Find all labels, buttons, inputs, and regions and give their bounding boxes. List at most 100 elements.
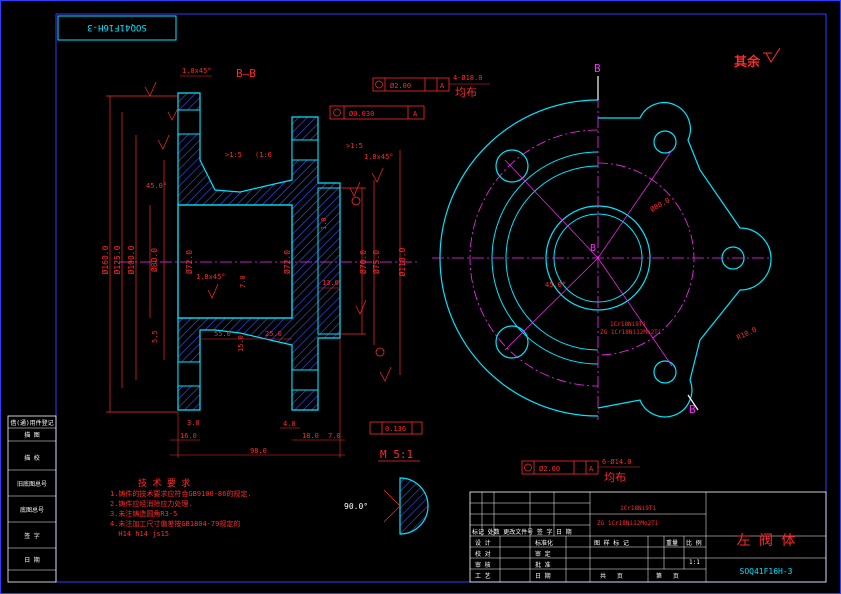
- dim-angle-left: 45.0°: [146, 182, 167, 190]
- title-scale: 1:1: [689, 559, 700, 566]
- title-scale-label: 比 例: [686, 539, 702, 547]
- position-top-value: Ø2.00: [390, 82, 411, 90]
- dim-w15: 15.0: [237, 335, 245, 352]
- runout-datum: A: [413, 110, 418, 118]
- section-left-dimensions: [106, 95, 178, 413]
- surface-finish-icon: [765, 47, 781, 63]
- dim-d160: Ø160.0: [100, 245, 110, 274]
- flange-left-inner-2: [505, 165, 599, 351]
- dim-d72-left: Ø72.0: [184, 250, 194, 274]
- title-row-1-b: 标准化: [535, 539, 553, 547]
- left-table-row-3: 描 校: [24, 454, 40, 462]
- detail-shape: [399, 477, 429, 535]
- title-weight-label: 重量: [666, 539, 678, 547]
- section-right-bore: [317, 187, 341, 335]
- dim-w7: 7.0: [239, 275, 247, 288]
- dim-b98: 98.0: [250, 447, 267, 455]
- runout-value: Ø0.030: [349, 110, 374, 118]
- position-bottom-datum: A: [589, 465, 594, 473]
- dim-d75: Ø75.0: [371, 250, 381, 274]
- dim-taper-right: >1:5: [346, 142, 363, 150]
- detail-title: M 5:1: [380, 448, 413, 461]
- technical-requirements: 技 术 要 求 1.铸件的技术要求应符合GB9100-86的规定. 2.铸件应经…: [110, 477, 252, 538]
- dim-w1: 1.0: [320, 217, 328, 230]
- roughness-symbols: [144, 81, 392, 382]
- corner-code-box: SOQ41F16H-3: [57, 15, 177, 41]
- left-table-row-2: 描 图: [24, 431, 40, 439]
- dim-chamfer-mid: 1.0x45°: [364, 153, 394, 161]
- flatness-value: 0.136: [385, 425, 406, 433]
- flatness-frame: 0.136: [369, 421, 423, 435]
- section-bore: [177, 204, 293, 319]
- left-table-row-7: 日 期: [24, 556, 40, 564]
- section-title: B—B: [236, 67, 256, 80]
- left-table-row-4: 旧底图总号: [17, 480, 47, 488]
- title-row-3-a: 审 核: [475, 561, 491, 569]
- position-bottom-icon: [524, 463, 532, 472]
- surface-finish-label: 其余: [734, 54, 761, 70]
- title-material: 1Cr18Ni9Ti: [620, 505, 657, 512]
- flange-note-1: 1Cr18Ni9Ti: [610, 321, 647, 328]
- corner-code-text: SOQ41F16H-3: [87, 22, 147, 32]
- left-flange-slot-top: [177, 109, 201, 135]
- holes-top: 4-Ø18.0: [453, 74, 483, 82]
- detail-view: M 5:1 90.0°: [344, 448, 429, 535]
- flange-label-b-center: B: [590, 243, 596, 254]
- flange-bolt-circle-left: [469, 129, 599, 387]
- section-view: B—B Ø160.0 Ø125.0 Ø100.0 Ø80.0 Ø72.0 Ø72…: [100, 67, 423, 458]
- requirements-title: 技 术 要 求: [138, 477, 190, 489]
- dim-d80: Ø80.0: [149, 248, 159, 272]
- flange-bolt-circle-right: [597, 162, 695, 356]
- dim-side-small: 5.5: [151, 330, 159, 343]
- dim-w3: 3.0: [187, 419, 200, 427]
- detail-angle: 90.0°: [344, 502, 368, 511]
- flange-label-b-top: B: [594, 62, 601, 75]
- dim-w25: 25.0: [265, 330, 282, 338]
- title-row-1-a: 设 计: [475, 539, 491, 547]
- title-row-4-b: 日 期: [535, 572, 551, 580]
- dim-b7: 7.0: [328, 432, 341, 440]
- flange-angle: 45.0°: [545, 281, 566, 289]
- title-row-2-b: 审 定: [535, 550, 551, 558]
- flange-radius: R10.0: [735, 326, 757, 342]
- right-flange-slot-bottom: [291, 369, 319, 391]
- title-row-2-a: 校 对: [475, 550, 491, 558]
- requirement-5: H14 h14 js15: [110, 530, 169, 538]
- sheet-inner-border: [55, 13, 827, 583]
- bolt-hole-right-bottom: [653, 360, 677, 384]
- section-right-dimensions: [340, 150, 401, 375]
- title-sheet-no: 第 页: [656, 572, 679, 580]
- dim-w55: 55.0: [214, 330, 231, 338]
- dim-d70: Ø70.0: [358, 250, 368, 274]
- runout-icon: [333, 108, 341, 117]
- holes-top-note: 均布: [455, 86, 477, 99]
- position-bottom-value: Ø2.00: [539, 465, 560, 473]
- dim-d118: Ø118.0: [397, 247, 407, 276]
- requirement-4: 4.未注加工尺寸偏差按GB1804-79规定的: [110, 519, 240, 528]
- dim-w13: 13.0: [322, 279, 339, 287]
- position-top-datum: A: [440, 82, 445, 90]
- dim-chamfer-left: 1.0x45°: [196, 273, 226, 281]
- dim-b18: 18.0: [302, 432, 319, 440]
- bolt-hole-right-top: [653, 130, 677, 154]
- position-frame-bottom: Ø2.00 A 6-Ø14.0 均布: [521, 458, 640, 484]
- requirement-3: 3.未注铸造圆角R3-5: [110, 509, 177, 518]
- dim-b4: 4.0: [283, 420, 296, 428]
- position-icon: [375, 80, 383, 89]
- title-row-3-b: 批 准: [535, 561, 551, 569]
- holes-bottom: 6-Ø14.0: [602, 458, 632, 466]
- dim-chamfer-top: 1.0x45°: [182, 67, 212, 75]
- position-frame-top: Ø2.00 A 4-Ø18.0 均布: [372, 74, 490, 99]
- title-stage-label: 图 样 标 记: [594, 539, 629, 547]
- title-sheet-total: 共 页: [600, 572, 623, 580]
- left-table-row-5: 底图总号: [20, 506, 44, 514]
- bolt-hole-left-top: [495, 149, 529, 183]
- left-table-row-1: 借(通)用件登记: [10, 419, 53, 427]
- dim-taper-left: >1:5: [225, 151, 242, 159]
- flange-label-b-bottom: B: [689, 403, 696, 416]
- holes-bottom-note: 均布: [604, 471, 626, 484]
- flange-right-outline: [597, 102, 772, 418]
- dim-d100: Ø100.0: [126, 245, 136, 274]
- left-table-row-6: 签 字: [24, 532, 40, 540]
